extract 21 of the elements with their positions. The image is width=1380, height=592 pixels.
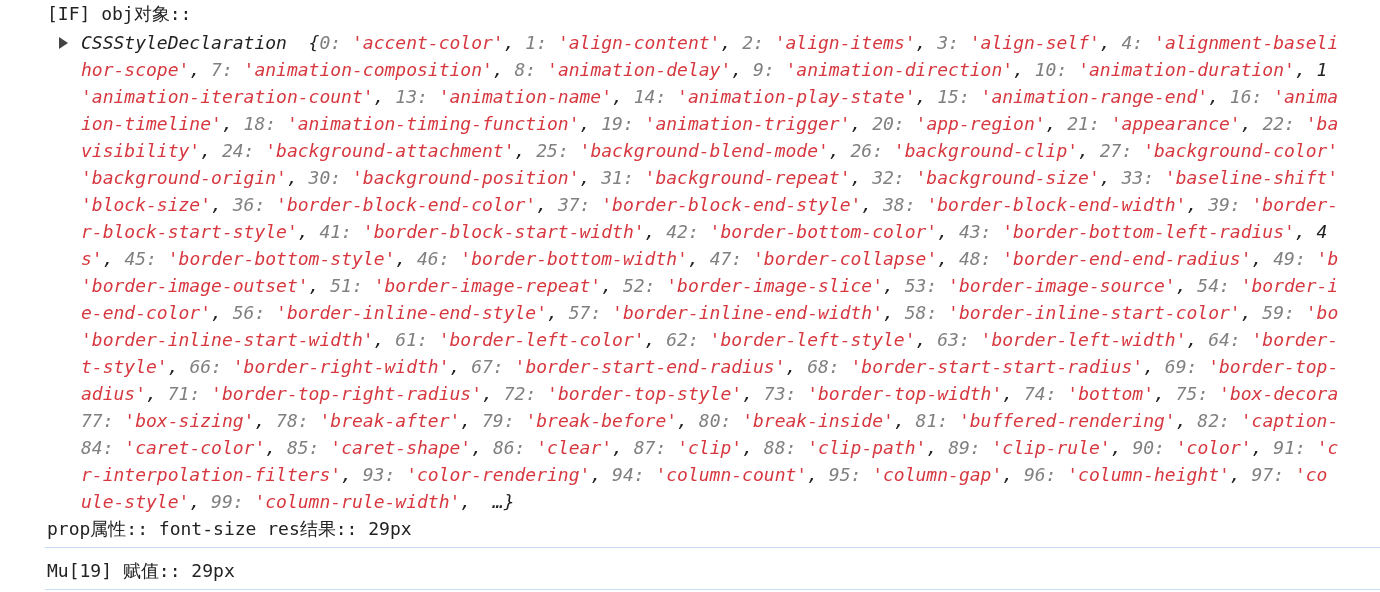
object-preview-line: visibility', 24: 'background-attachment', 25: 'background-blend-mode', 26: 'background-clip', 27: 'background-color': [81, 140, 1339, 162]
object-preview-line: CSSStyleDeclaration {0: 'accent-color', 1: 'align-content', 2: 'align-items', 3: 'align-self', 4: 'alignment-baseli: [81, 32, 1339, 54]
object-preview-line: e-end-color', 56: 'border-inline-end-style', 57: 'border-inline-end-width', 58: 'border-inline-start-color', 59: 'bo: [81, 302, 1339, 324]
object-preview-line: 'block-size', 36: 'border-block-end-color', 37: 'border-block-end-style', 38: 'border-block-end-width', 39: 'border-: [81, 194, 1339, 216]
object-preview-line: 'border-inline-start-width', 61: 'border-left-color', 62: 'border-left-style', 63: 'border-left-width', 64: 'border-: [81, 329, 1339, 351]
log-message: Mu[19] 赋值:: 29px: [47, 560, 235, 582]
object-preview-line: r-block-start-style', 41: 'border-block-start-width', 42: 'border-bottom-color', 43: 'border-bottom-left-radius', 4: [81, 221, 1328, 243]
object-preview-line: ule-style', 99: 'column-rule-width', …}: [81, 491, 515, 513]
log-message: [IF] obj对象::: [47, 3, 192, 25]
object-preview-line: s', 45: 'border-bottom-style', 46: 'border-bottom-width', 47: 'border-collapse', 48: 'border-end-end-radius', 49: 'b: [81, 248, 1339, 270]
object-preview-line: 84: 'caret-color', 85: 'caret-shape', 86: 'clear', 87: 'clip', 88: 'clip-path', 89: 'clip-rule', 90: 'color', 91: 'c: [81, 437, 1339, 459]
object-preview-line: 'animation-iteration-count', 13: 'animation-name', 14: 'animation-play-state', 15: 'animation-range-end', 16: 'anima: [81, 86, 1339, 108]
object-preview-line: hor-scope', 7: 'animation-composition', 8: 'animation-delay', 9: 'animation-direction', 10: 'animation-duration', 1: [81, 59, 1328, 81]
log-message: prop属性:: font-size res结果:: 29px: [47, 518, 412, 540]
object-preview-line: r-interpolation-filters', 93: 'color-rendering', 94: 'column-count', 95: 'column-gap', 96: 'column-height', 97: 'co: [81, 464, 1328, 486]
object-preview-line: t-style', 66: 'border-right-width', 67: 'border-start-end-radius', 68: 'border-start-start-radius', 69: 'border-top-: [81, 356, 1339, 378]
object-preview-line: adius', 71: 'border-top-right-radius', 72: 'border-top-style', 73: 'border-top-width', 74: 'bottom', 75: 'box-decora: [81, 383, 1339, 405]
object-preview-line: 'border-image-outset', 51: 'border-image-repeat', 52: 'border-image-slice', 53: 'border-image-source', 54: 'border-i: [81, 275, 1339, 297]
object-preview-line: 'background-origin', 30: 'background-position', 31: 'background-repeat', 32: 'background-size', 33: 'baseline-shift': [81, 167, 1339, 189]
object-preview-line: ion-timeline', 18: 'animation-timing-function', 19: 'animation-trigger', 20: 'app-region', 21: 'appearance', 22: 'ba: [81, 113, 1339, 135]
object-preview-line: 77: 'box-sizing', 78: 'break-after', 79: 'break-before', 80: 'break-inside', 81: 'buffered-rendering', 82: 'caption-: [81, 410, 1339, 432]
